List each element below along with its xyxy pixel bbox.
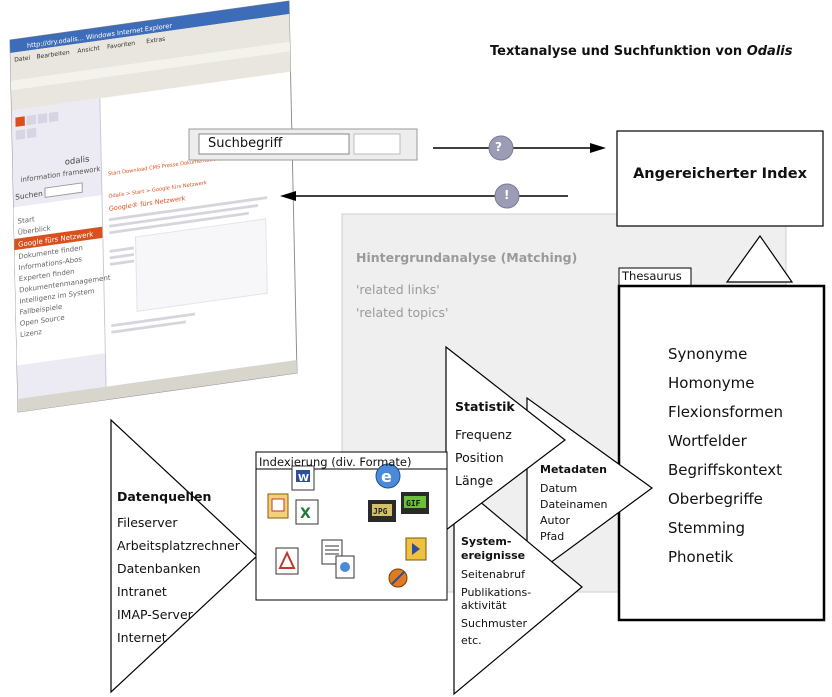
pdf-icon	[275, 547, 299, 575]
jpeg-icon: JPG	[368, 500, 396, 522]
index-label: Angereicherter Index	[633, 166, 807, 182]
datenquellen-heading: Datenquellen	[117, 489, 212, 504]
thesaurus-label: Thesaurus	[622, 269, 682, 283]
system-list: Seitenabruf Publikations- aktivität Such…	[461, 568, 531, 648]
system-item: aktivität	[461, 599, 507, 612]
system-item: Suchmuster	[461, 616, 527, 630]
system-triangle	[453, 478, 583, 696]
word-doc-icon: W	[291, 465, 315, 491]
page-title: Textanalyse und Suchfunktion von Odalis	[490, 44, 830, 59]
search-field[interactable]	[198, 133, 350, 155]
statistik-item: Länge	[455, 473, 494, 488]
metadaten-item: Dateinamen	[540, 498, 608, 511]
browser-nav-0[interactable]: Start	[18, 215, 35, 225]
datenquellen-item: Intranet	[117, 584, 167, 599]
index-connector-triangle	[725, 234, 794, 283]
thesaurus-item: Homonyme	[668, 374, 755, 392]
background-heading: Hintergrundanalyse (Matching)	[356, 250, 578, 265]
metadaten-list: Datum Dateinamen Autor Pfad	[540, 481, 608, 545]
svg-text:W: W	[298, 473, 309, 484]
statistik-list: Frequenz Position Länge	[455, 423, 512, 492]
svg-text:JPG: JPG	[373, 507, 388, 516]
background-item-links: 'related links'	[356, 282, 440, 297]
browser-search-input[interactable]	[44, 182, 83, 198]
indexierung-label: Indexierung (div. Formate)	[259, 455, 412, 469]
excel-icon: X	[295, 499, 319, 525]
internet-explorer-icon: e	[375, 463, 401, 489]
browser-brand: odalis	[65, 153, 90, 166]
thesaurus-item: Begriffskontext	[668, 461, 782, 479]
datenquellen-item: IMAP-Server	[117, 607, 193, 622]
thesaurus-item: Synonyme	[668, 345, 748, 363]
metadaten-item: Pfad	[540, 530, 565, 543]
browser-menu-3[interactable]: Ansicht	[77, 45, 100, 55]
thesaurus-item: Oberbegriffe	[668, 490, 763, 508]
statistik-item: Position	[455, 450, 504, 465]
datenquellen-item: Datenbanken	[117, 561, 201, 576]
gif-icon: GIF	[401, 492, 429, 514]
browser-window	[9, 0, 298, 413]
title-brand: Odalis	[746, 44, 793, 59]
metadaten-heading: Metadaten	[540, 463, 607, 476]
statistik-item: Frequenz	[455, 427, 512, 442]
thesaurus-item: Phonetik	[668, 548, 734, 566]
question-icon	[488, 135, 514, 161]
arrow-left-head	[280, 191, 296, 201]
svg-text:e: e	[381, 467, 392, 486]
thesaurus-list: Synonyme Homonyme Flexionsformen Wortfel…	[668, 340, 783, 572]
metadaten-item: Autor	[540, 514, 571, 527]
datenquellen-item: Fileserver	[117, 515, 178, 530]
system-item: etc.	[461, 634, 482, 647]
system-item: Seitenabruf	[461, 568, 525, 581]
text-doc-icon	[321, 539, 355, 579]
datenquellen-item: Arbeitsplatzrechner	[117, 538, 240, 553]
title-prefix: Textanalyse und Suchfunktion von	[490, 44, 743, 59]
media-icon	[388, 537, 427, 588]
exclamation-icon-glyph: !	[504, 188, 510, 202]
browser-nav-10[interactable]: Lizenz	[20, 328, 42, 339]
statistik-triangle	[445, 345, 566, 532]
thesaurus-item: Wortfelder	[668, 432, 747, 450]
metadaten-item: Datum	[540, 482, 578, 495]
datenquellen-list: Fileserver Arbeitsplatzrechner Datenbank…	[117, 511, 240, 649]
thesaurus-item: Stemming	[668, 519, 746, 537]
search-value: Suchbegriff	[208, 136, 283, 151]
svg-text:GIF: GIF	[406, 499, 421, 508]
exclamation-icon	[494, 183, 520, 209]
datenquellen-item: Internet	[117, 630, 167, 645]
thesaurus-item: Flexionsformen	[668, 403, 784, 421]
system-item: Publikations-	[461, 585, 532, 599]
thesaurus-box	[617, 284, 826, 622]
statistik-heading: Statistik	[455, 399, 515, 414]
powerpoint-icon	[267, 493, 289, 519]
background-item-topics: 'related topics'	[356, 305, 449, 320]
question-icon-glyph: ?	[495, 140, 502, 154]
search-go-box[interactable]	[353, 133, 401, 155]
browser-menu-4[interactable]: Favoriten	[107, 40, 135, 51]
system-heading-line2: ereignisse	[461, 549, 526, 562]
arrow-right-head	[590, 143, 606, 153]
browser-menu-2[interactable]: Bearbeiten	[36, 49, 69, 61]
system-heading-line1: System-	[461, 535, 512, 548]
system-heading: System- ereignisse	[461, 535, 525, 563]
browser-search-label: Suchen	[15, 189, 43, 202]
svg-text:X: X	[300, 506, 311, 522]
index-box	[616, 130, 824, 227]
browser-menu-1[interactable]: Datei	[14, 55, 31, 64]
datenquellen-triangle	[110, 418, 258, 694]
browser-menu-5[interactable]: Extras	[146, 36, 165, 46]
